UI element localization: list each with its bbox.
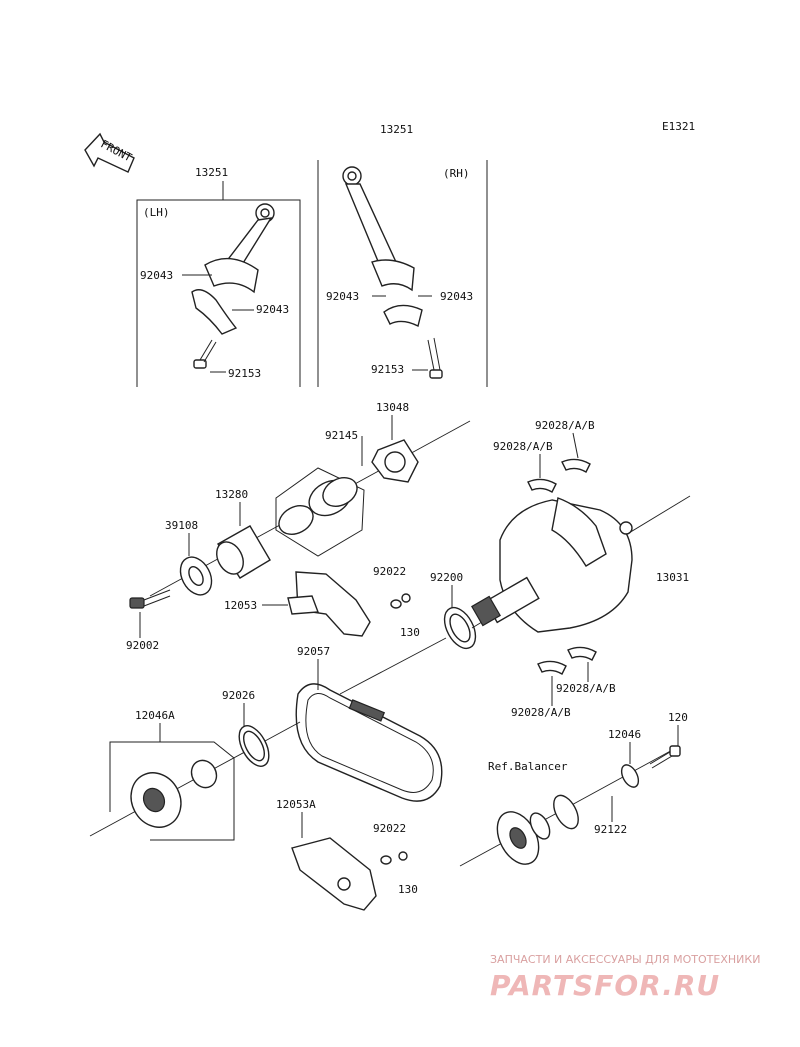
lh-92153: 92153 [228, 367, 261, 380]
label-92200: 92200 [430, 571, 463, 584]
washer-92022-a [390, 599, 402, 609]
bolt-130-a [401, 593, 411, 603]
part-92002-bolt: 92002 [126, 589, 171, 652]
label-92145: 92145 [325, 429, 358, 442]
rh-connecting-rod [342, 166, 415, 292]
label-13031: 13031 [656, 571, 689, 584]
label-12046A: 12046A [135, 709, 175, 722]
part-92026-ring: 92026 [222, 689, 270, 767]
rh-side-label: (RH) [443, 167, 470, 180]
lh-side-label: (LH) [143, 206, 170, 219]
part-12046A-gear: 12046A [109, 709, 235, 841]
bearing-shell-3 [537, 660, 567, 675]
rh-92043-b: 92043 [440, 290, 473, 303]
rh-92043-a: 92043 [326, 290, 359, 303]
label-92028-c: 92028/A/B [556, 682, 616, 695]
part-13031-crankshaft: 13031 [471, 497, 689, 633]
watermark-brand: PARTSFOR.RU [490, 969, 720, 1002]
label-13280: 13280 [215, 488, 248, 501]
rh-rod-cap [383, 304, 423, 328]
label-12046: 12046 [608, 728, 641, 741]
label-130-a: 130 [400, 626, 420, 639]
lh-rod-bolt [193, 339, 217, 369]
label-92022-b: 92022 [373, 822, 406, 835]
part-12053-tensioner: 12053 [224, 571, 371, 637]
rh-92153: 92153 [371, 363, 404, 376]
part-92057-chain: 92057 [295, 645, 443, 802]
part-92200-washer: 92200 [430, 571, 477, 650]
part-13280-sleeve: 13280 [215, 488, 271, 579]
label-39108: 39108 [165, 519, 198, 532]
lh-92043-a: 92043 [140, 269, 173, 282]
label-92122: 92122 [594, 823, 627, 836]
label-92026: 92026 [222, 689, 255, 702]
part-12046-bearing: 12046 [608, 728, 641, 788]
balancer-sprocket [496, 794, 579, 865]
label-12053A: 12053A [276, 798, 316, 811]
part-92145-rings [275, 467, 365, 557]
ref-balancer-label: Ref.Balancer [488, 760, 568, 773]
belt-link-line [339, 637, 447, 695]
rh-rod-group: (RH) 92043 92043 92153 [317, 160, 488, 387]
group-title-lh: 13251 [195, 166, 228, 179]
label-120: 120 [668, 711, 688, 724]
label-13048: 13048 [376, 401, 409, 414]
bolt-130-b [398, 851, 408, 861]
washer-92022-b [380, 855, 392, 865]
part-12053A-guide: 12053A [276, 798, 377, 911]
part-120-bolt: 120 [649, 711, 688, 769]
label-130-b: 130 [398, 883, 418, 896]
lh-connecting-rod [204, 203, 275, 294]
label-92028-a: 92028/A/B [535, 419, 595, 432]
group-title-top: 13251 [380, 123, 413, 136]
label-12053: 12053 [224, 599, 257, 612]
label-92022-a: 92022 [373, 565, 406, 578]
lh-92043-b: 92043 [256, 303, 289, 316]
diagram-code: E1321 [662, 120, 695, 133]
watermark-caption: ЗАПЧАСТИ И АКСЕССУАРЫ ДЛЯ МОТОТЕХНИКИ [490, 953, 760, 966]
label-92002: 92002 [126, 639, 159, 652]
part-39108-ring: 39108 [165, 519, 213, 596]
label-92057: 92057 [297, 645, 330, 658]
lh-rod-cap [191, 289, 238, 335]
bearing-shell-4 [567, 646, 597, 661]
lh-rod-group: 13251 (LH) 92043 92043 92153 [136, 166, 301, 387]
watermark: ЗАПЧАСТИ И АКСЕССУАРЫ ДЛЯ МОТОТЕХНИКИ PA… [490, 953, 760, 1002]
rh-rod-bolt [427, 337, 443, 379]
bearing-shell-2 [527, 478, 557, 493]
bearing-shell-1 [561, 458, 591, 473]
part-13048-sprocket: 13048 [371, 401, 419, 483]
front-arrow-icon: FRONT [84, 132, 135, 173]
label-92028-d: 92028/A/B [511, 706, 571, 719]
label-92028-b: 92028/A/B [493, 440, 553, 453]
